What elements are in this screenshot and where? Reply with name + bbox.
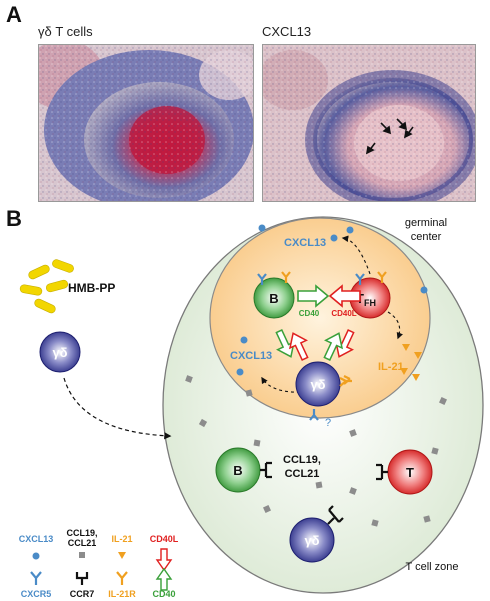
legend-cxcr5-icon (30, 571, 42, 585)
panel-a-label: A (6, 2, 22, 27)
legend: CXCL13 CCL19, CCL21 IL-21 CD40L CXCR5 CC… (19, 528, 179, 599)
germinal-center-label: germinal (405, 217, 447, 229)
b-cell-gc (253, 277, 295, 319)
legend-il21r-icon (116, 571, 128, 585)
germinal-center (209, 217, 431, 419)
svg-text:γδ: γδ (52, 345, 67, 360)
svg-text:γδ: γδ (304, 533, 319, 548)
il21r-receptor-tfh (377, 271, 387, 283)
question-mark: ? (325, 417, 331, 429)
cxcr5-receptor-b (257, 273, 267, 285)
legend-ccl-icon (79, 552, 85, 558)
svg-text:CCL19,: CCL19, (66, 528, 97, 538)
cxcl13-label-left: CXCL13 (230, 350, 272, 362)
svg-text:IL-21R: IL-21R (108, 589, 136, 599)
legend-il21-icon (118, 552, 126, 559)
cd40l-arrow (328, 284, 361, 308)
svg-text:CD40: CD40 (152, 589, 175, 599)
gd-t-cell-micrograph (38, 44, 254, 202)
svg-text:CXCL13: CXCL13 (19, 534, 54, 544)
svg-text:CXCR5: CXCR5 (21, 589, 52, 599)
left-image-caption: γδ T cells (38, 24, 93, 39)
svg-text:CCR7: CCR7 (70, 589, 95, 599)
ccl-label: CCL19, (283, 454, 321, 466)
ccr7-receptor-t (376, 463, 388, 481)
legend-cd40l-icon (155, 548, 173, 572)
il21-triangles (400, 344, 422, 381)
cd40-arrow-gd-tfh (323, 332, 344, 361)
cxcr5-receptor-gd (309, 409, 319, 421)
arrow-markers (365, 118, 414, 155)
ccr7-receptor-b (260, 461, 272, 479)
ccr7-receptor-gd (327, 505, 344, 525)
il21r-receptor-gd (339, 375, 352, 387)
svg-text:CD40L: CD40L (150, 534, 179, 544)
cd40l-label: CD40L (331, 309, 356, 318)
ccl-label-2: CCL21 (285, 468, 320, 480)
cxcl13-micrograph (262, 44, 476, 202)
gd-cell-circulating (39, 331, 81, 373)
hmbpp-bacteria-icon (19, 259, 74, 314)
svg-text:γδ: γδ (310, 377, 325, 392)
cd40l-arrow-gd-b (288, 332, 309, 361)
right-image-caption: CXCL13 (262, 24, 312, 39)
il21-secretion-arrow (387, 311, 403, 340)
cxcr5-receptor-tfh (355, 273, 365, 285)
svg-text:CCL21: CCL21 (68, 538, 97, 548)
t-cell-zone-label: T cell zone (406, 561, 459, 573)
migration-arrow (63, 377, 172, 440)
germinal-center-label-2: center (411, 231, 442, 243)
svg-text:B: B (269, 291, 278, 306)
legend-cxcl13-icon (32, 552, 40, 560)
gd-cell-gc (295, 361, 341, 407)
cd40-arrow-b-gd (275, 329, 296, 358)
hmbpp-label: HMB-PP (68, 281, 115, 295)
il21-label: IL-21 (378, 361, 404, 373)
cxcl13-label-top: CXCL13 (284, 237, 326, 249)
panel-b-label: B (6, 206, 22, 231)
cd40-arrow (297, 284, 330, 308)
legend-cd40-icon (155, 567, 173, 591)
svg-text:IL-21: IL-21 (111, 534, 132, 544)
cxcl13-secretion-arrow (341, 235, 371, 275)
gd-cell-tzone (289, 517, 335, 563)
svg-text:T: T (406, 465, 414, 480)
ccl-squares (185, 375, 447, 527)
il21r-receptor-b (281, 271, 291, 283)
svg-text:B: B (233, 463, 242, 478)
legend-ccr7-icon (75, 572, 89, 585)
cd40-label: CD40 (299, 309, 320, 318)
